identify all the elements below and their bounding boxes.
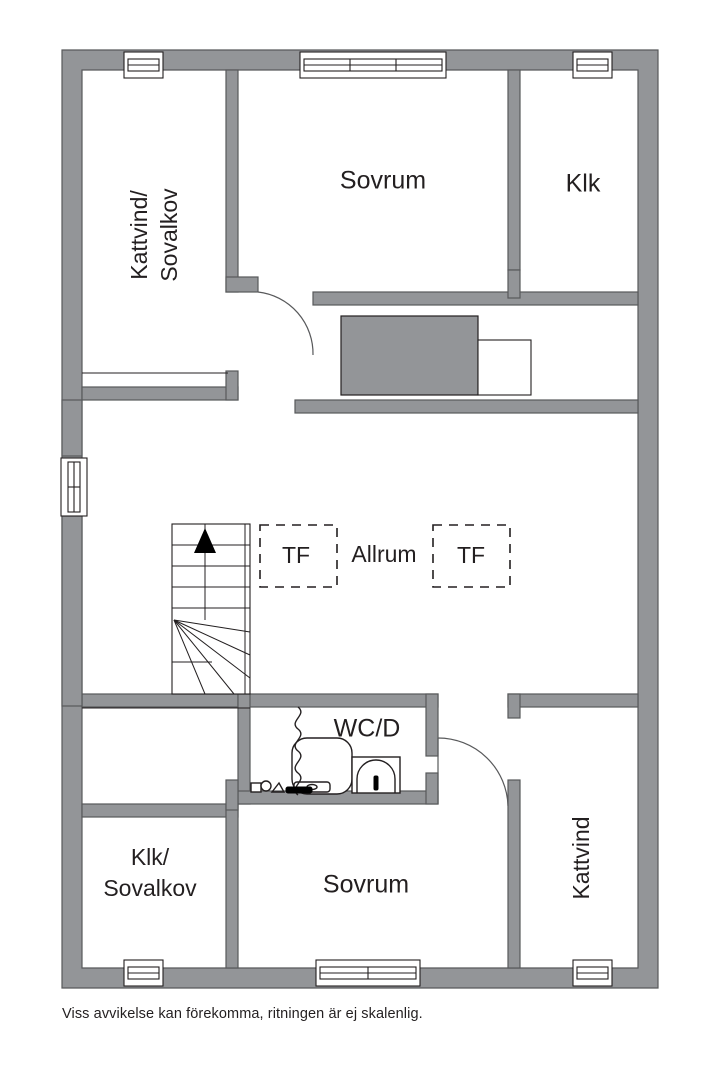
label-sovrum-bottom: Sovrum xyxy=(323,871,409,899)
window-top-right xyxy=(572,51,613,79)
wall-left-mid-jamb-lower xyxy=(61,515,83,707)
wall-right-stub-vert xyxy=(507,693,521,719)
wall-left-mid-jamb xyxy=(61,399,83,457)
window-bottom-right xyxy=(572,959,613,987)
label-kattvind-sovalkov: Kattvind/ Sovalkov xyxy=(126,188,182,282)
wall-wc-left xyxy=(237,693,251,805)
wall-partition-left-top xyxy=(225,69,239,293)
label-klk-sovalkov-line1: Klk/ xyxy=(131,844,170,870)
label-wc-d: WC/D xyxy=(334,715,401,743)
wall-partition-klk-sovalkov xyxy=(225,803,239,969)
label-kattvind-sovalkov-line1: Kattvind/ xyxy=(126,190,152,280)
label-kattvind-sovalkov-line2: Sovalkov xyxy=(156,188,182,282)
furniture-white-block xyxy=(477,339,532,396)
wall-door-jamb-upper xyxy=(225,276,259,293)
towel-rail-icon xyxy=(294,706,302,796)
furniture-gray-block xyxy=(340,315,479,396)
label-allrum: Allrum xyxy=(351,541,416,567)
wall-mid-left-horizontal xyxy=(81,693,251,708)
wall-partition-klk-top xyxy=(507,69,521,271)
windows-group xyxy=(60,51,613,987)
wall-wc-right xyxy=(425,693,439,757)
window-top-left xyxy=(123,51,164,79)
wall-below-closet-band xyxy=(294,399,639,414)
room-labels: Kattvind/ Sovalkov Sovrum Klk Allrum WC/… xyxy=(103,167,601,901)
thin-outlines xyxy=(82,372,250,709)
wall-below-sovrum-top xyxy=(312,291,639,306)
label-kattvind-right-text: Kattvind xyxy=(568,816,594,899)
tf-box-right xyxy=(432,524,511,588)
floor-drain-icon xyxy=(250,780,286,793)
bathroom-fixtures xyxy=(250,706,401,796)
window-bottom-center xyxy=(315,959,421,987)
label-klk-sovalkov: Klk/ Sovalkov xyxy=(103,844,197,901)
window-top-center xyxy=(299,51,447,79)
wall-klk-sovalkov-stub xyxy=(225,779,239,811)
stair-direction-arrow-icon xyxy=(194,528,216,553)
door-swing-upper xyxy=(257,291,314,356)
staircase xyxy=(171,523,251,695)
label-kattvind-right: Kattvind xyxy=(568,816,594,899)
toilet-fixture-icon xyxy=(291,737,353,795)
disclaimer-caption: Viss avvikelse kan förekomma, ritningen … xyxy=(62,1006,423,1022)
label-sovrum-top: Sovrum xyxy=(340,167,426,195)
label-tf-left: TF xyxy=(282,542,310,568)
label-tf-right: TF xyxy=(457,542,485,568)
sink-fixture-icon xyxy=(351,756,401,794)
label-klk-sovalkov-line2: Sovalkov xyxy=(103,875,197,901)
door-swing-wc xyxy=(437,737,509,807)
furniture-group xyxy=(340,315,532,396)
wall-klk-stub xyxy=(507,269,521,299)
tf-boxes xyxy=(259,524,511,588)
wall-wc-top xyxy=(237,693,439,708)
wall-below-wc xyxy=(81,803,239,818)
window-left-middle xyxy=(60,457,88,517)
wall-partition-kattvind-right xyxy=(507,779,521,969)
tf-box-left xyxy=(259,524,338,588)
label-klk-top: Klk xyxy=(566,170,601,198)
window-bottom-left xyxy=(123,959,164,987)
wall-wc-right-lower xyxy=(425,772,439,805)
wall-right-horizontal xyxy=(507,693,639,708)
wall-left-closet-end xyxy=(225,370,239,401)
wall-structure xyxy=(61,49,659,989)
rail-base-icon xyxy=(285,786,313,794)
wall-left-closet-band xyxy=(81,386,239,401)
doors-group xyxy=(257,291,509,807)
